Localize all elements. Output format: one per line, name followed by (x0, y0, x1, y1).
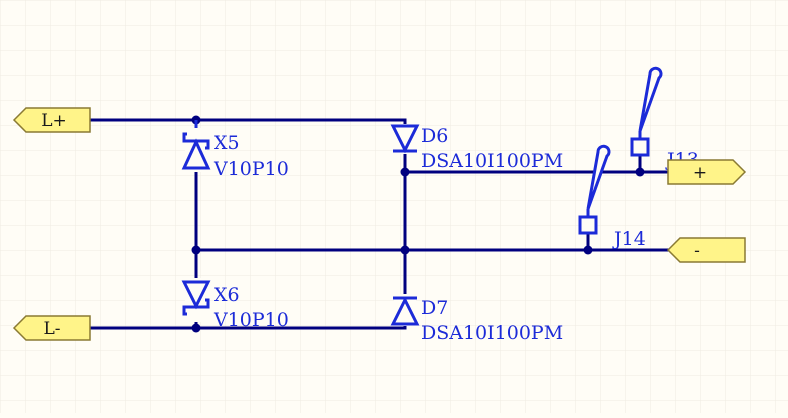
d7-designator: D7 (421, 297, 448, 319)
x6-part: V10P10 (213, 309, 289, 331)
junction-dot (635, 167, 645, 177)
port-l-plus[interactable]: L+ (12, 107, 91, 133)
junction-dot (191, 323, 201, 333)
x5-designator: X5 (214, 132, 240, 154)
junctions (191, 115, 645, 333)
port-out-plus[interactable]: + (667, 159, 747, 185)
jumper-pin-icon[interactable] (578, 144, 611, 235)
x5-part: V10P10 (213, 158, 289, 180)
d6-part: DSA10I100PM (421, 150, 563, 172)
junction-dot (191, 245, 201, 255)
junction-dot (583, 245, 593, 255)
diode-icon[interactable] (390, 124, 420, 154)
port-out-minus-label: - (694, 241, 700, 261)
j14-designator: J14 (612, 228, 646, 250)
port-l-plus-label: L+ (41, 111, 67, 131)
d7-part: DSA10I100PM (421, 322, 563, 344)
d6-designator: D6 (421, 125, 448, 147)
schottky-diode-icon[interactable] (181, 278, 211, 322)
junction-dot (400, 245, 410, 255)
port-out-plus-label: + (693, 163, 707, 183)
x6-designator: X6 (214, 284, 240, 306)
port-out-minus[interactable]: - (666, 237, 746, 263)
port-l-minus-label: L- (43, 319, 60, 339)
diode-icon[interactable] (390, 294, 420, 326)
schottky-diode-icon[interactable] (181, 120, 211, 172)
port-l-minus[interactable]: L- (12, 315, 91, 341)
junction-dot (400, 167, 410, 177)
jumper-pin-icon[interactable] (630, 66, 663, 157)
